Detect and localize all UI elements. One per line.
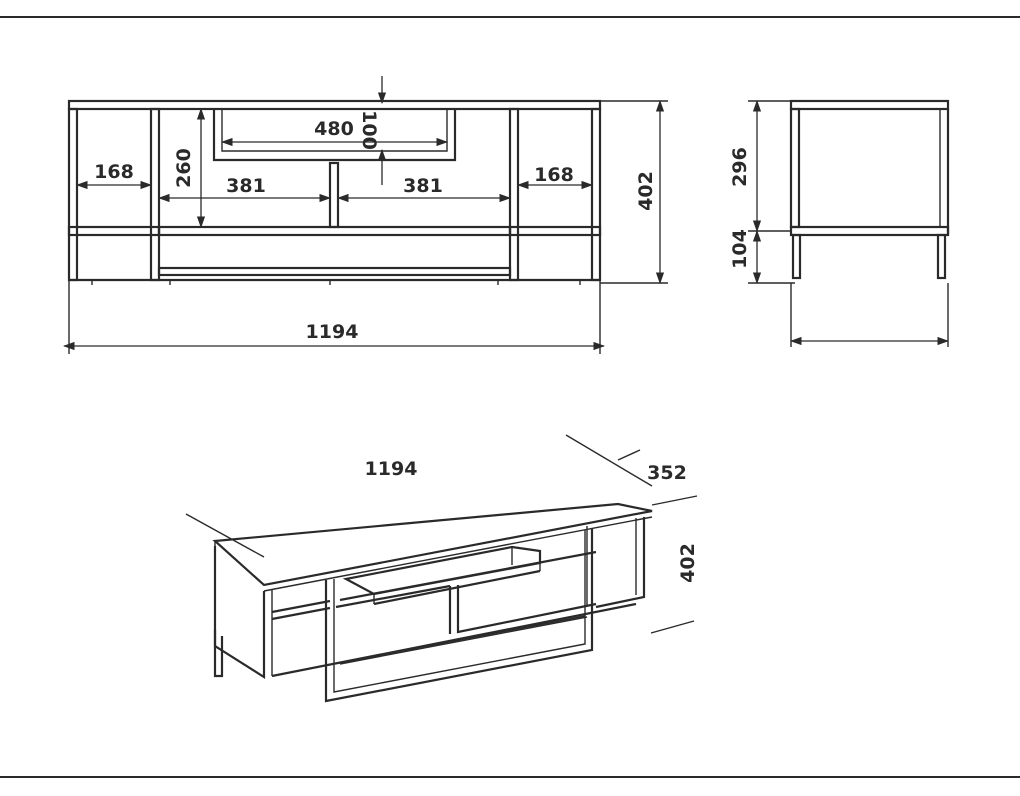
iso-top-surface [212, 502, 653, 587]
dim-side-right-label: 168 [534, 164, 574, 186]
side-leg-back [791, 233, 802, 280]
iso-left-leg [213, 630, 224, 678]
dim-leg-height-label: 104 [729, 229, 751, 269]
side-leg-front [936, 233, 947, 280]
iso-front-frame-outer [324, 528, 594, 703]
front-lower-frame-rail [157, 266, 512, 277]
iso-hanging-shelf-bottom [373, 569, 541, 606]
iso-front-frame-rail [333, 615, 586, 665]
dim-overall-width-label: 1194 [306, 321, 359, 343]
side-top-board [789, 99, 950, 111]
iso-dim-height-ext [650, 620, 695, 634]
side-bottom-shelf [789, 225, 950, 237]
iso-dim-depth-line2 [651, 495, 698, 506]
iso-bottom-shelf-front [271, 602, 637, 678]
iso-dim-depth-line [617, 449, 641, 461]
dim-side-left-label: 168 [94, 161, 134, 183]
front-bottom-shelf-left [67, 225, 161, 237]
front-bottom-shelf-center [157, 225, 512, 237]
front-right-side-panel [590, 107, 602, 282]
dim-top-shelf-width-label: 480 [314, 118, 354, 140]
iso-bottom-shelf-front2 [339, 616, 588, 665]
iso-dim-width-line [185, 513, 265, 558]
iso-top-front-edge-lower [263, 516, 653, 592]
iso-dim-depth-label: 352 [647, 462, 687, 484]
front-view: 168 168 260 381 381 480 100 402 1194 [62, 76, 668, 354]
front-left-side-panel [67, 107, 79, 282]
front-right-divider [508, 107, 520, 282]
dim-shelf-thickness-label: 100 [358, 110, 380, 150]
iso-dim-height-label: 402 [677, 543, 699, 583]
front-left-divider [149, 107, 161, 282]
dim-overall-height-label: 402 [635, 171, 657, 211]
front-hanging-shelf-inner [221, 109, 448, 152]
front-top-board [67, 99, 602, 111]
side-back-panel [789, 107, 801, 229]
iso-right-panel [595, 517, 646, 609]
iso-hanging-shelf [342, 545, 542, 596]
dim-bay-right-label: 381 [403, 175, 443, 197]
dim-inner-height-label: 260 [173, 148, 195, 188]
front-hanging-shelf [212, 109, 457, 162]
iso-dim-width-line-right [565, 434, 653, 487]
dim-bay-left-label: 381 [226, 175, 266, 197]
isometric-view: 1194 352 402 [185, 434, 699, 703]
iso-left-panel [213, 546, 266, 679]
iso-center-divider [448, 585, 597, 634]
iso-dim-width-label: 1194 [365, 458, 418, 480]
front-bottom-shelf-right [508, 225, 602, 237]
dim-body-height-label: 296 [729, 147, 751, 187]
front-center-divider [328, 161, 340, 229]
iso-front-frame-inner [333, 530, 586, 693]
side-view: 296 104 [729, 99, 950, 347]
